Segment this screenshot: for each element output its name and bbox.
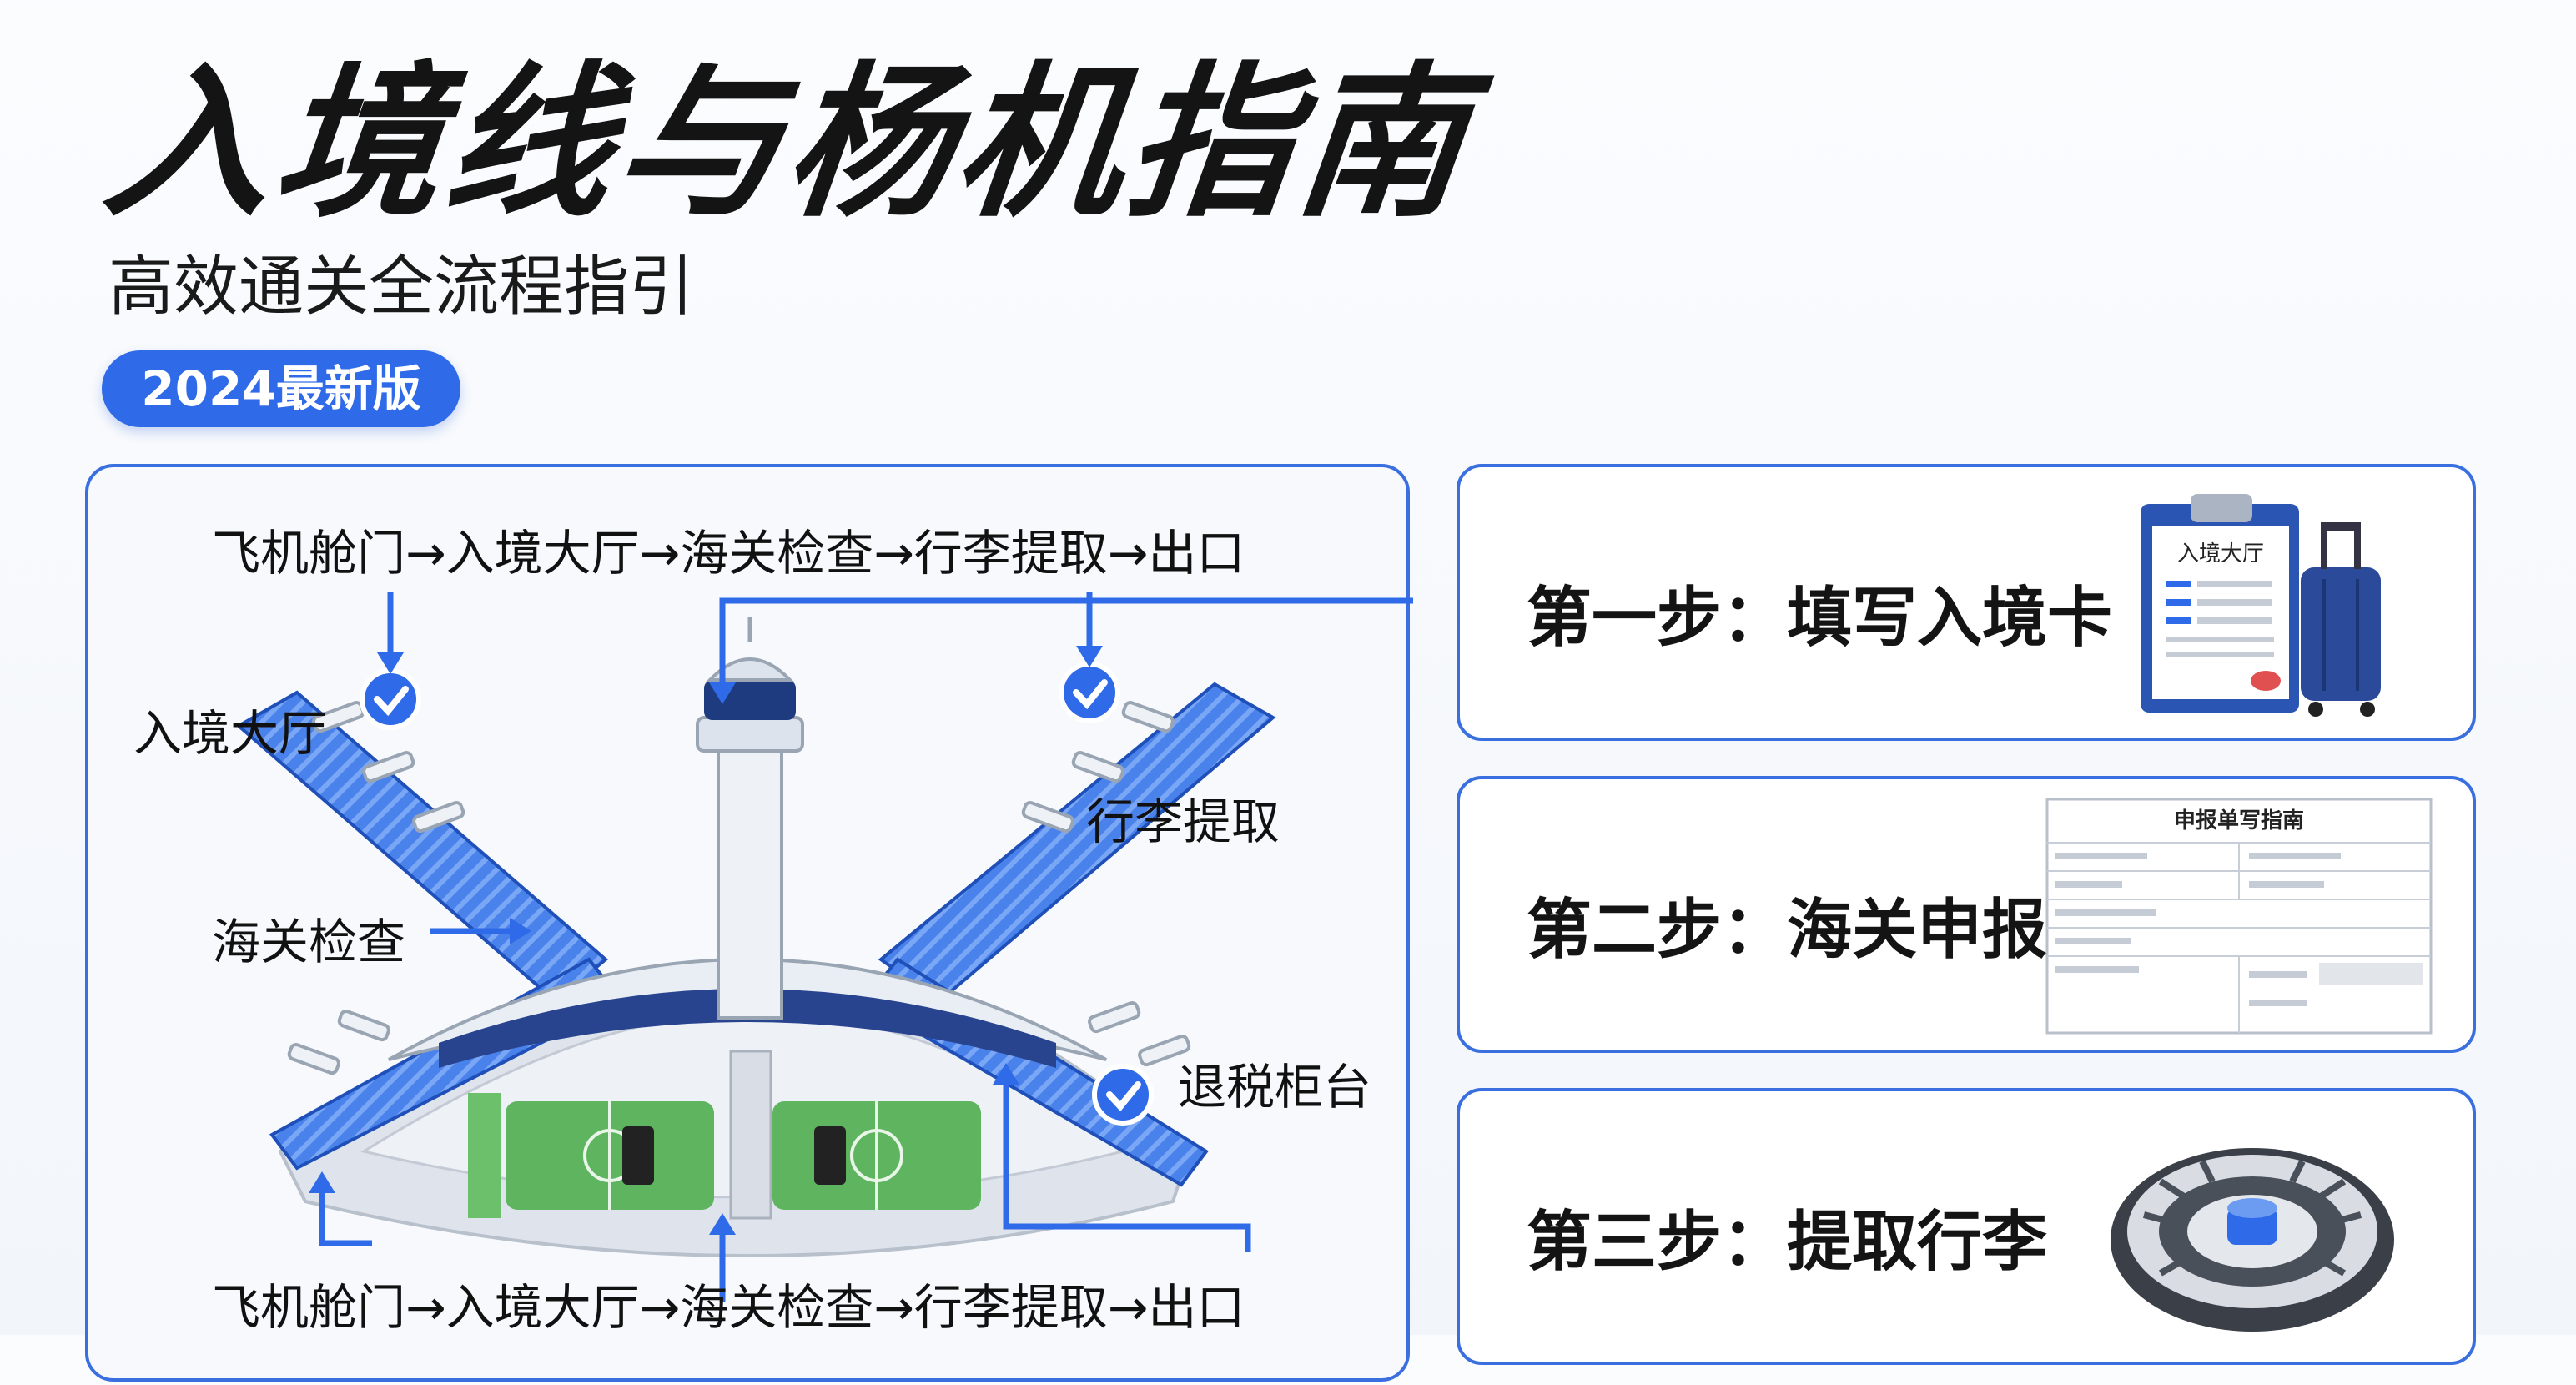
- step-label: 第二步：海关申报: [1527, 893, 2048, 968]
- label-customs-check: 海关检查: [212, 914, 406, 970]
- flow-route-bottom: 飞机舱门→入境大厅→海关检查→行李提取→出口: [212, 1279, 1245, 1336]
- step-label: 第三步：提取行李: [1527, 1205, 2048, 1280]
- airport-map-panel: 飞机舱门→入境大厅→海关检查→行李提取→出口 入境大厅 海关检查 行李提取 退税…: [85, 464, 1413, 1382]
- declaration-form-icon: 申报单写指南: [2045, 798, 2433, 1035]
- label-baggage-claim: 行李提取: [1086, 793, 1280, 850]
- step-card-fill-entry-card[interactable]: 第一步：填写入境卡 入境大厅: [1457, 464, 2476, 741]
- step-card-customs-declaration[interactable]: 第二步：海关申报 申报单写指南: [1457, 776, 2476, 1053]
- page-title: 入境线与杨机指南: [96, 47, 1479, 239]
- step-card-baggage-claim[interactable]: 第三步：提取行李: [1457, 1088, 2476, 1365]
- label-tax-refund: 退税柜台: [1178, 1059, 1372, 1116]
- flow-route-top: 飞机舱门→入境大厅→海关检查→行李提取→出口: [212, 525, 1245, 582]
- step-label: 第一步：填写入境卡: [1527, 581, 2113, 656]
- form-title: 申报单写指南: [2174, 808, 2304, 834]
- label-arrival-hall: 入境大厅: [133, 705, 328, 762]
- checkpoint-arrival-icon: [360, 668, 421, 730]
- checkpoint-tax-refund-icon: [1092, 1064, 1154, 1126]
- clipboard-suitcase-icon: 入境大厅: [2141, 494, 2381, 717]
- clipboard-title: 入境大厅: [2177, 541, 2264, 567]
- airport-terminal-illustration: [235, 592, 1413, 1302]
- version-badge: 2024最新版: [102, 350, 460, 427]
- baggage-carousel-icon: [2111, 1148, 2394, 1332]
- checkpoint-baggage-icon: [1059, 662, 1120, 723]
- page-subtitle: 高效通关全流程指引: [108, 249, 695, 325]
